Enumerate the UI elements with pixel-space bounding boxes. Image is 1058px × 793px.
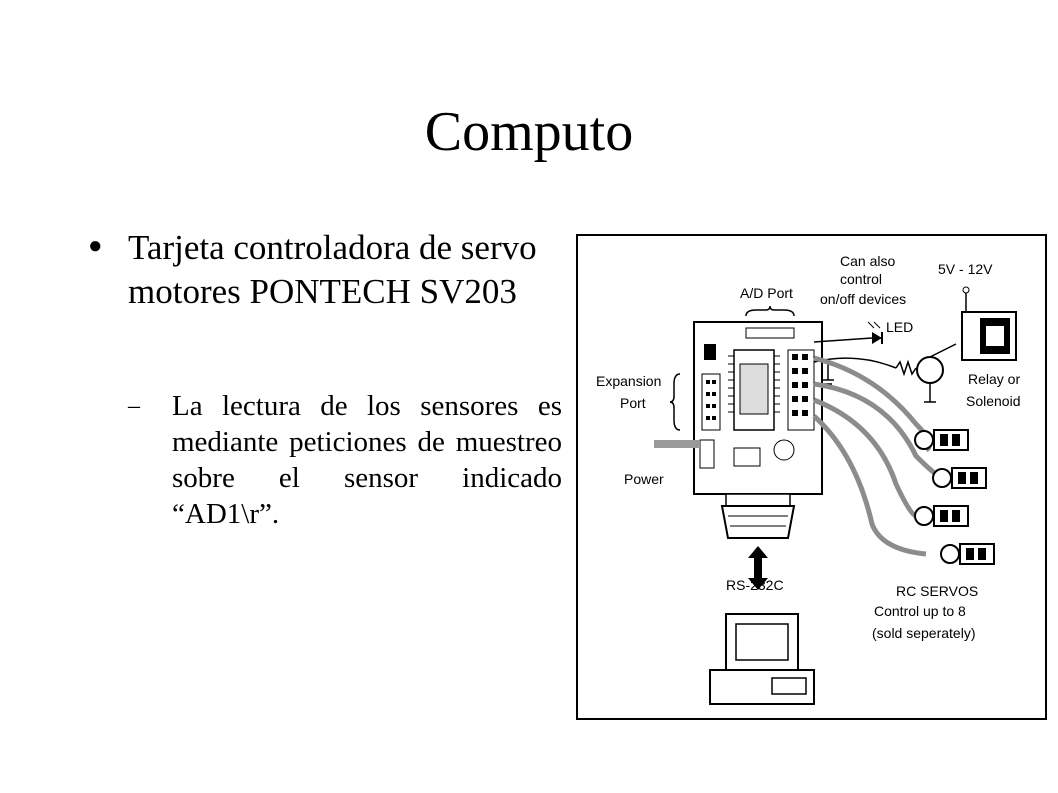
ad-port-header [745,327,795,339]
transistor-icon [813,343,957,403]
label-can-also-2: control [840,271,882,287]
label-power: Power [624,471,664,487]
bidirectional-arrow-icon [748,546,768,590]
led-icon [813,321,883,344]
label-relay-2: Solenoid [966,393,1021,409]
label-servos-2: Control up to 8 [874,603,966,619]
servo-motor-4 [940,543,995,565]
ad-port-brace [745,305,795,317]
servo-header [787,349,815,431]
controller-board [693,321,823,495]
servo-motor-2 [932,467,987,489]
bullet-text: Tarjeta controladora de servo motores PO… [128,228,537,311]
label-expansion-1: Expansion [596,373,661,389]
slide-title: Computo [424,101,634,163]
label-voltage: 5V - 12V [938,261,993,277]
expansion-header [701,373,721,431]
bullet-dot-icon: ● [88,233,103,259]
label-led: LED [886,319,913,335]
servo-motor-3 [914,505,969,527]
sub-bullet-dash-icon: – [128,393,140,419]
label-can-also-1: Can also [840,253,895,269]
computer-icon [709,613,815,705]
label-expansion-2: Port [620,395,646,411]
expansion-bracket [669,373,681,431]
label-ad-port: A/D Port [740,285,793,301]
label-servos-1: RC SERVOS [896,583,978,599]
label-can-also-3: on/off devices [820,291,906,307]
servo-motor-1 [914,429,969,451]
label-servos-3: (sold seperately) [872,625,976,641]
power-cable [654,440,700,448]
db9-connector [720,493,796,539]
relay-icon [961,286,1017,361]
label-relay-1: Relay or [968,371,1020,387]
label-rs232: RS-232C [726,577,784,593]
servo-controller-diagram: A/D Port Can also control on/off devices… [576,234,1047,720]
sub-bullet-text: La lectura de los sensores es mediante p… [172,390,562,530]
power-connector [699,439,715,469]
